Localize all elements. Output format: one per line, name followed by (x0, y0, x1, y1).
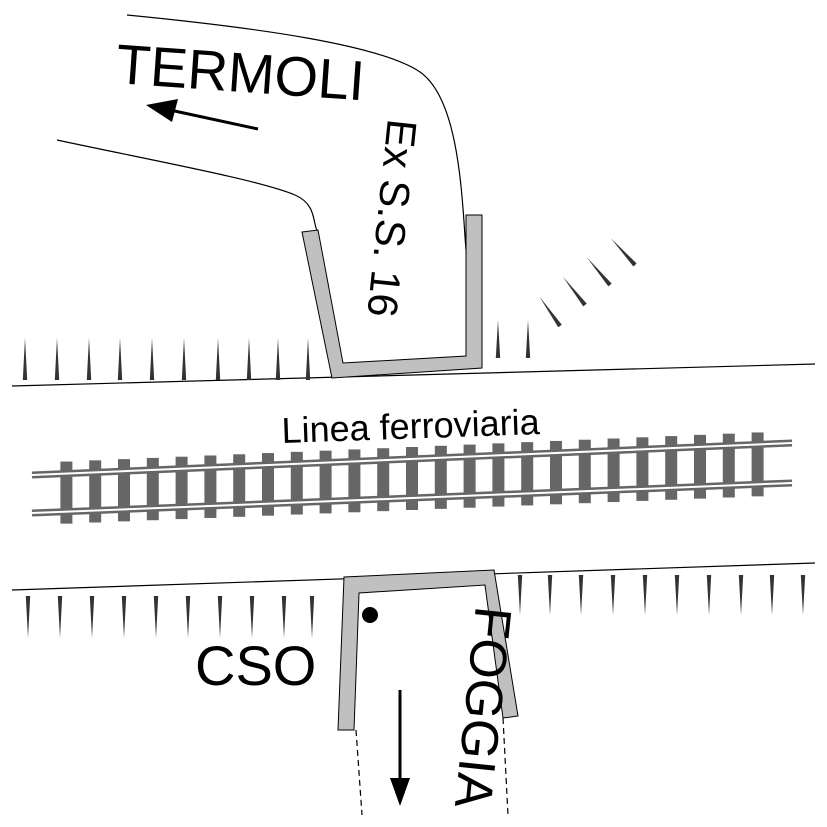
track-sleeper (262, 453, 274, 516)
hachure-mark (57, 596, 63, 638)
hachure-mark (578, 575, 584, 615)
hachure-mark (738, 575, 744, 615)
hachure-mark (495, 320, 501, 358)
track-sleeper (290, 451, 303, 515)
hachure-mark (275, 338, 281, 380)
hachure-mark (674, 575, 680, 615)
rail-corridor-top-line (11, 363, 816, 387)
label-termoli: TERMOLI (114, 32, 367, 112)
label-road: Ex S.S. 16 (358, 117, 425, 319)
track-sleeper (665, 436, 678, 500)
hachure-mark (547, 575, 553, 615)
hachure-mark (246, 338, 252, 380)
hachure-mark (610, 238, 637, 267)
hachure-mark (89, 596, 95, 638)
road-edge-south-right (502, 717, 509, 816)
hachure-mark (22, 338, 28, 380)
hachure-mark (525, 320, 531, 358)
hachure-mark (217, 596, 223, 638)
hachure-mark (517, 575, 523, 615)
track-sleeper (233, 454, 246, 517)
road-edge-north-right (126, 14, 467, 251)
hachure-mark (539, 296, 562, 328)
track-sleeper (636, 437, 649, 501)
cso-point-marker (362, 607, 378, 623)
hachure-mark (610, 575, 616, 615)
track-sleeper (550, 440, 562, 505)
hachure-mark (54, 338, 60, 380)
track-sleeper (521, 442, 534, 506)
hachure-mark (309, 596, 315, 638)
track-sleeper (607, 438, 620, 503)
track-sleeper (751, 432, 764, 497)
railway-track (31, 432, 793, 524)
hachure-mark (153, 596, 159, 638)
hachure-mark (117, 338, 123, 380)
hachure-mark (249, 596, 255, 638)
hachure-mark (25, 596, 31, 638)
hachure-mark (86, 338, 92, 380)
hachure-mark (586, 257, 612, 287)
embankment-hachures (22, 238, 806, 638)
track-sleeper (694, 434, 706, 499)
road-edge-south-left (355, 729, 363, 816)
track-sleeper (348, 449, 361, 513)
label-railway: Linea ferroviaria (281, 401, 541, 451)
track-rail-highlight (31, 482, 793, 514)
hachure-mark (149, 338, 155, 380)
track-sleeper (463, 444, 476, 508)
hachure-mark (642, 575, 648, 615)
hachure-mark (800, 575, 806, 615)
track-sleeper (434, 445, 447, 509)
hachure-mark (706, 575, 712, 615)
track-sleeper (377, 448, 390, 512)
hachure-mark (769, 575, 775, 615)
label-cso: CSO (195, 634, 316, 697)
track-sleeper (406, 447, 418, 510)
track-sleeper (492, 443, 505, 507)
track-sleeper (578, 439, 591, 504)
hachure-mark (562, 276, 587, 307)
track-sleeper (319, 450, 332, 514)
track-sleeper (722, 433, 735, 498)
hachure-mark (281, 596, 287, 638)
termoli-arrow-icon (146, 99, 259, 131)
track-rail-highlight (31, 442, 793, 476)
hachure-mark (185, 596, 191, 638)
foggia-arrow-icon (390, 690, 410, 806)
road-edge-north-left (56, 139, 319, 233)
hachure-mark (215, 338, 221, 380)
hachure-mark (181, 338, 187, 380)
hachure-mark (305, 338, 311, 380)
label-foggia: FOGGIA (443, 604, 522, 812)
hachure-mark (121, 596, 127, 638)
retaining-wall-north (301, 214, 483, 379)
